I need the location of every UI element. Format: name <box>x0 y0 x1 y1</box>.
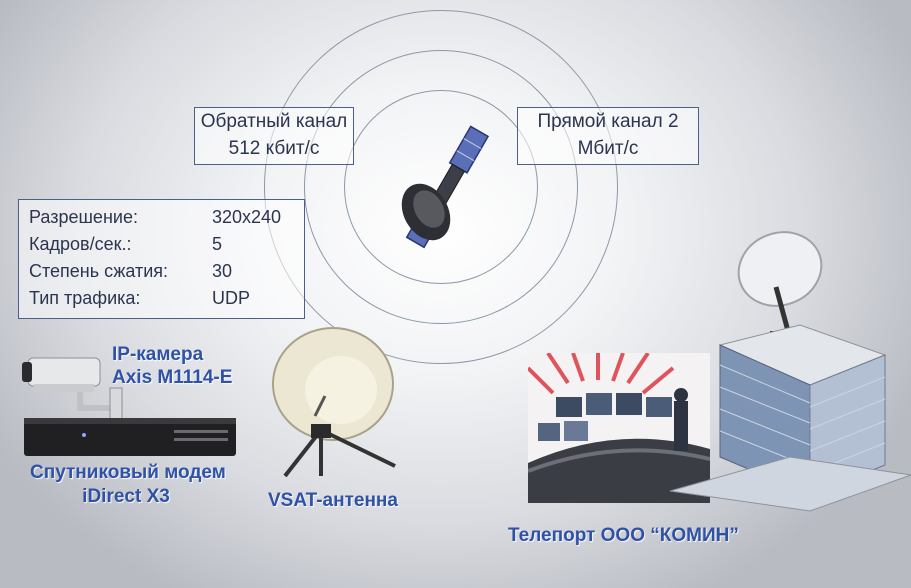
antenna-label: VSAT-антенна <box>268 490 398 511</box>
signal-ring-inner <box>344 90 538 284</box>
spec-value: UDP <box>212 288 251 308</box>
forward-channel-line2: Мбит/с <box>577 138 639 159</box>
modem-label-line2: iDirect X3 <box>82 486 170 507</box>
modem-label: Спутниковый модем iDirect X3 <box>30 462 226 508</box>
spec-label: Кадров/сек.: <box>29 234 132 254</box>
spec-value: 320x240 <box>212 207 282 227</box>
signal-ring-outer <box>264 10 618 364</box>
spec-label: Тип трафика: <box>29 288 141 308</box>
teleport-building-icon <box>669 231 911 512</box>
satellite-modem-icon <box>24 418 236 456</box>
satellite-icon <box>401 125 490 249</box>
camera-label-line2: Axis M1114-E <box>112 367 233 388</box>
teleport-label: Телепорт ООО “КОМИН” <box>508 525 739 546</box>
vsat-antenna-icon <box>272 327 396 478</box>
reverse-channel-line1: Обратный канал <box>200 111 348 132</box>
spec-value: 5 <box>212 234 223 254</box>
spec-label: Разрешение: <box>29 207 138 227</box>
spec-label: Степень сжатия: <box>29 261 169 281</box>
spec-value: 30 <box>212 261 233 281</box>
reverse-channel-box: Обратный канал 512 кбит/с <box>194 107 354 165</box>
reverse-channel-line2: 512 кбит/с <box>228 138 320 159</box>
camera-label: IP-камера Axis M1114-E <box>112 344 232 389</box>
control-room-image <box>528 353 710 503</box>
forward-channel-line1: Прямой канал 2 <box>537 111 679 132</box>
modem-label-line1: Спутниковый модем <box>30 462 226 483</box>
signal-ring-middle <box>304 50 578 324</box>
ip-camera-icon <box>22 357 123 425</box>
forward-channel-box: Прямой канал 2 Мбит/с <box>517 107 699 165</box>
camera-spec-box: Разрешение: 320x240 Кадров/сек.: 5 Степе… <box>18 199 305 319</box>
camera-label-line1: IP-камера <box>112 344 204 365</box>
